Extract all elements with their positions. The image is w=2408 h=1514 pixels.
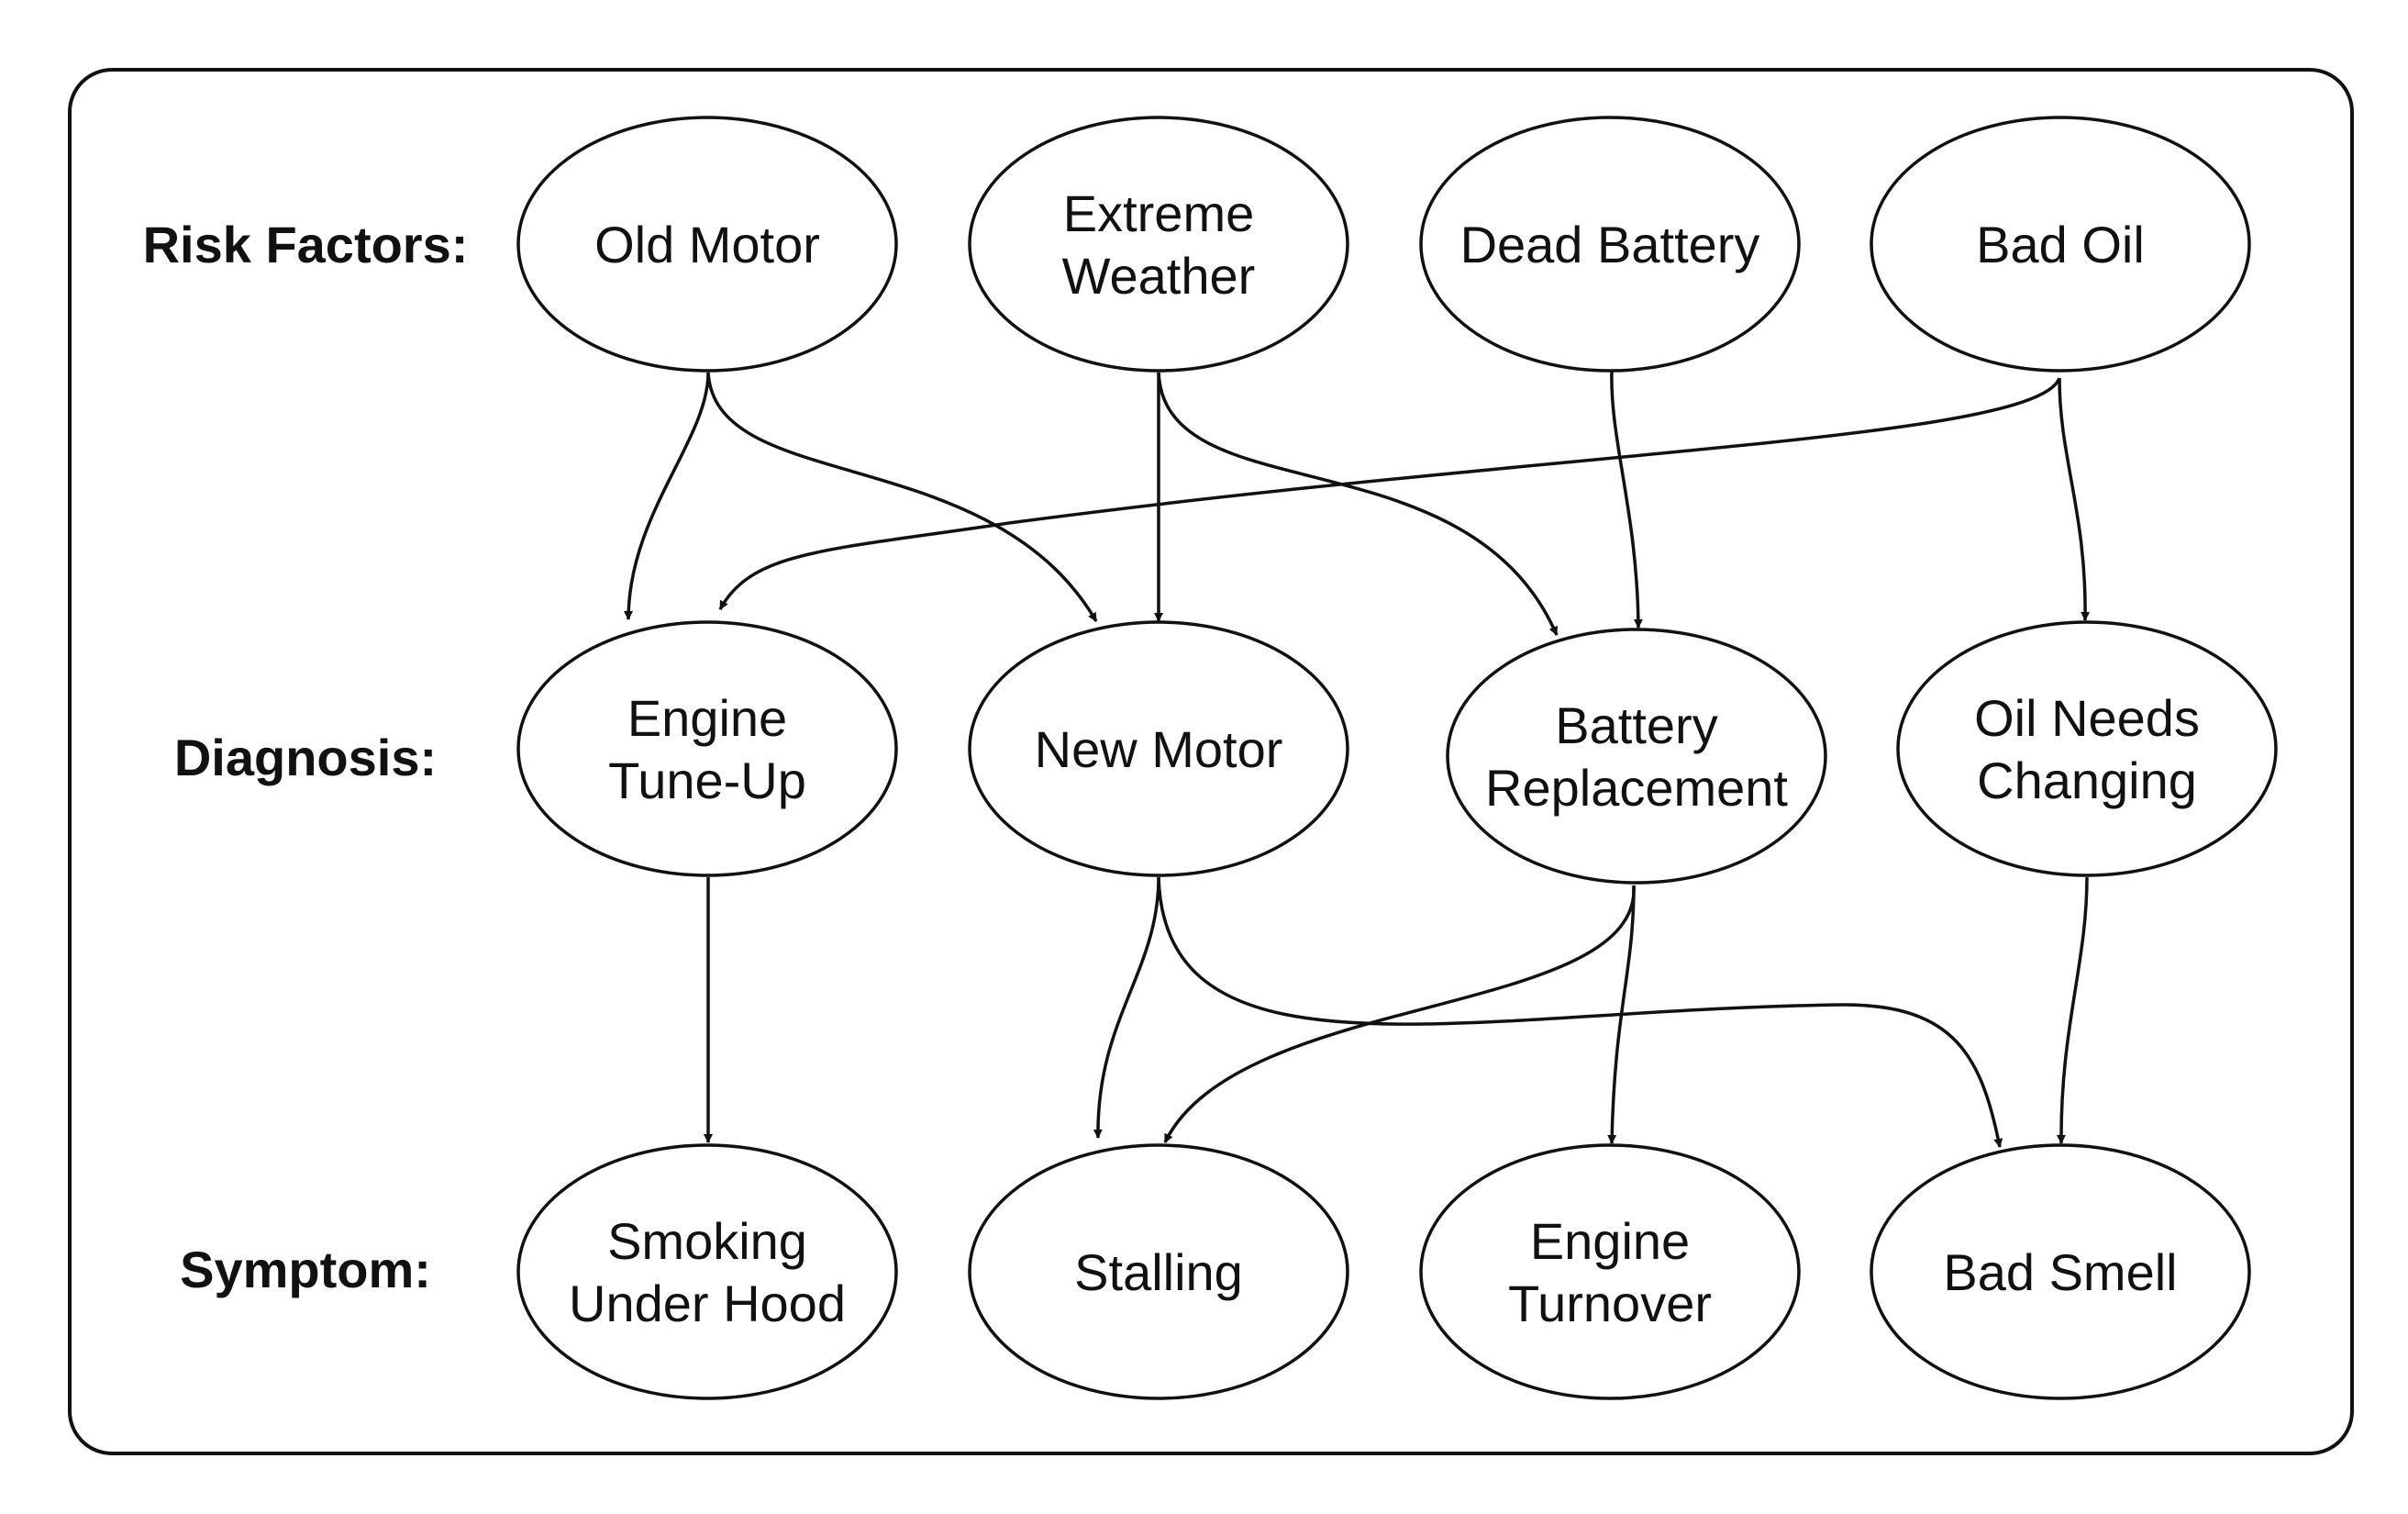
edge-battery-replacement-to-stalling	[1163, 885, 1636, 1143]
node-label: Engine	[1530, 1212, 1690, 1270]
edge-new-motor-to-bad-smell	[1157, 876, 2003, 1148]
edge-battery-replacement-to-engine-turnover	[1607, 885, 1636, 1144]
node-label: Under Hood	[569, 1275, 846, 1332]
node-ellipse	[1870, 1143, 2251, 1400]
node-ellipse	[516, 116, 898, 373]
node-bad-oil: Bad Oil	[1870, 116, 2251, 373]
node-ellipse	[1870, 116, 2251, 373]
node-label: Engine	[627, 689, 787, 747]
row-label-diagnosis: Diagnosis:	[174, 729, 437, 786]
row-label-risk-factors: Risk Factors:	[143, 216, 469, 273]
node-label: Bad Smell	[1943, 1243, 2177, 1301]
node-label: Smoking	[607, 1212, 807, 1270]
node-ellipse	[1446, 628, 1827, 885]
node-dead-battery: Dead Battery	[1419, 116, 1801, 373]
edge-oil-needs-changing-to-bad-smell	[2056, 876, 2089, 1144]
edge-old-motor-to-engine-tune-up	[624, 372, 710, 620]
node-label: Old Motor	[594, 216, 820, 273]
node-ellipse	[1419, 1143, 1801, 1400]
node-label: Weather	[1062, 247, 1256, 305]
node-ellipse	[968, 1143, 1349, 1400]
row-label-symptom: Symptom:	[180, 1241, 431, 1298]
edge-extreme-weather-to-battery-replacement	[1157, 372, 1559, 636]
edge-old-motor-to-new-motor	[706, 372, 1098, 622]
node-ellipse	[516, 620, 898, 877]
node-label: New Motor	[1035, 720, 1283, 778]
node-label: Extreme	[1063, 184, 1255, 242]
node-label: Tune-Up	[608, 751, 806, 809]
node-bad-smell: Bad Smell	[1870, 1143, 2251, 1400]
node-ellipse	[1896, 620, 2278, 877]
node-ellipse	[516, 1143, 898, 1400]
node-label: Battery	[1555, 696, 1717, 754]
edge-bad-oil-to-engine-tune-up	[718, 377, 2061, 610]
node-label: Stalling	[1074, 1243, 1243, 1301]
node-label: Replacement	[1485, 759, 1788, 817]
node-ellipse	[968, 116, 1349, 373]
node-old-motor: Old Motor	[516, 116, 898, 373]
edge-bad-oil-to-oil-needs-changing	[2058, 377, 2091, 621]
node-ellipse	[1419, 116, 1801, 373]
node-label: Turnover	[1508, 1275, 1712, 1332]
edge-new-motor-to-stalling	[1093, 876, 1160, 1139]
edges-layer	[624, 371, 2091, 1148]
node-ellipse	[968, 620, 1349, 877]
node-label: Oil Needs	[1974, 689, 2200, 747]
node-new-motor: New Motor	[968, 620, 1349, 877]
node-stalling: Stalling	[968, 1143, 1349, 1400]
node-label: Bad Oil	[1976, 216, 2145, 273]
node-label: Dead Battery	[1460, 216, 1760, 273]
edge-dead-battery-to-battery-replacement	[1610, 371, 1643, 629]
node-label: Changing	[1977, 751, 2197, 809]
